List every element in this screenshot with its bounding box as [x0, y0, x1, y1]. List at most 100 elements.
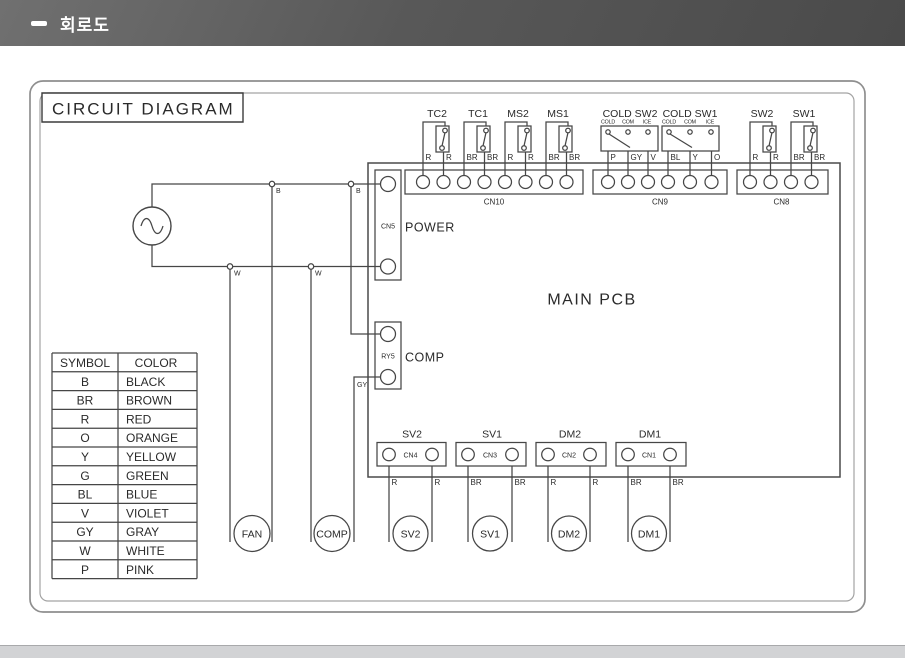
wire-label: BR [794, 153, 805, 162]
junction-b1 [269, 181, 274, 186]
wire-label: R [753, 153, 759, 162]
table-cell: BR [77, 394, 94, 408]
wire-label: R [551, 478, 557, 487]
label-fan: FAN [242, 529, 262, 541]
switch-cold-sw2 [601, 126, 658, 151]
load-sv1-circle [473, 516, 508, 551]
junction-w1 [227, 264, 232, 269]
pin-label: COLD [601, 120, 615, 126]
cold-sw-wires [608, 151, 712, 176]
label-sv1-load: SV1 [480, 529, 500, 541]
table-cell: BLACK [126, 375, 165, 389]
table-cell: GRAY [126, 525, 159, 539]
label-cn2: CN2 [562, 453, 576, 460]
wire-label: BR [515, 478, 526, 487]
switch-sw1 [804, 126, 817, 152]
outer-frame [30, 81, 865, 612]
cn5-terminals [381, 177, 396, 275]
section-title: 회로도 [60, 15, 110, 35]
sw2-wires [750, 122, 772, 176]
junction-label-w1: W [234, 271, 241, 278]
label-tc1: TC1 [468, 108, 488, 120]
label-cn9: CN9 [652, 198, 669, 207]
wire-label: R [435, 478, 441, 487]
label-ms1: MS1 [547, 108, 569, 120]
table-cell: WHITE [126, 544, 165, 558]
wire-label: BR [814, 153, 825, 162]
ms1-wires [546, 122, 568, 176]
ac-power-source [133, 207, 171, 245]
wire-label: R [773, 153, 779, 162]
table-cell: W [79, 544, 91, 558]
junction-b2 [348, 181, 353, 186]
load-comp-circle [314, 516, 350, 552]
wire-label: BR [487, 153, 498, 162]
inner-frame [40, 93, 854, 601]
switch-tc1 [477, 126, 490, 152]
wire-label: O [714, 153, 720, 162]
bottom-connector-terminals [383, 448, 677, 461]
label-dm1-load: DM1 [638, 529, 660, 541]
switch-cold-sw1 [662, 126, 719, 151]
table-header-symbol: SYMBOL [60, 356, 110, 370]
table-cell: YELLOW [126, 450, 177, 464]
label-cn5: CN5 [381, 224, 395, 231]
label-sw2: SW2 [751, 108, 774, 120]
sw1-wires [791, 122, 813, 176]
power-loop-wires [152, 184, 388, 267]
connector-cn10-box [405, 170, 583, 194]
wire-label: BL [671, 153, 681, 162]
table-cell: B [81, 375, 89, 389]
label-gy-wire: GY [357, 382, 367, 389]
table-cell: P [81, 563, 89, 577]
pin-label: COM [622, 120, 634, 126]
title-box [42, 93, 243, 122]
cn9-terminals [602, 176, 719, 189]
label-cn8: CN8 [773, 198, 790, 207]
wire-label: R [446, 153, 452, 162]
wire-label: BR [569, 153, 580, 162]
dash-icon [31, 20, 47, 26]
table-grid [52, 353, 197, 579]
table-cell: R [81, 412, 90, 426]
junction-label-w2: W [315, 271, 322, 278]
label-dm1-conn: DM1 [639, 429, 661, 441]
ms2-wires [505, 122, 527, 176]
cn8-terminals [744, 176, 819, 189]
wire-label: R [426, 153, 432, 162]
table-cell: G [80, 469, 89, 483]
label-sv2-load: SV2 [401, 529, 421, 541]
tc1-wires [464, 122, 486, 176]
wire-label: BR [471, 478, 482, 487]
pin-label: COM [684, 120, 696, 126]
table-cell: RED [126, 412, 152, 426]
junction-label-b2: B [356, 188, 361, 195]
table-cell: BLUE [126, 488, 157, 502]
label-cn1: CN1 [642, 453, 656, 460]
table-cell: BROWN [126, 394, 172, 408]
label-tc2: TC2 [427, 108, 447, 120]
label-ms2: MS2 [507, 108, 529, 120]
label-cold-sw1: COLD SW1 [663, 108, 718, 120]
table-cell: GY [76, 525, 93, 539]
table-cell: BL [78, 488, 93, 502]
wire-label: R [392, 478, 398, 487]
load-dm2-circle [552, 516, 587, 551]
label-dm2-load: DM2 [558, 529, 580, 541]
wire-label: R [528, 153, 534, 162]
junction-label-b1: B [276, 188, 281, 195]
label-cn10: CN10 [484, 198, 505, 207]
pin-label: ICE [643, 120, 652, 126]
ry5-terminals [381, 327, 396, 385]
sine-wave-icon [141, 219, 163, 234]
table-cell: ORANGE [126, 431, 178, 445]
label-sv2-conn: SV2 [402, 429, 422, 441]
wire-label: BR [673, 478, 684, 487]
load-dm1-circle [632, 516, 667, 551]
wire-label: V [651, 153, 657, 162]
label-comp: COMP [405, 351, 445, 365]
main-pcb-outline [368, 163, 840, 477]
circuit-diagram-svg: CIRCUIT DIAGRAM SYMBOL COLOR B BLACK BR … [0, 46, 905, 645]
label-cn3: CN3 [483, 453, 497, 460]
table-cell: V [81, 506, 89, 520]
